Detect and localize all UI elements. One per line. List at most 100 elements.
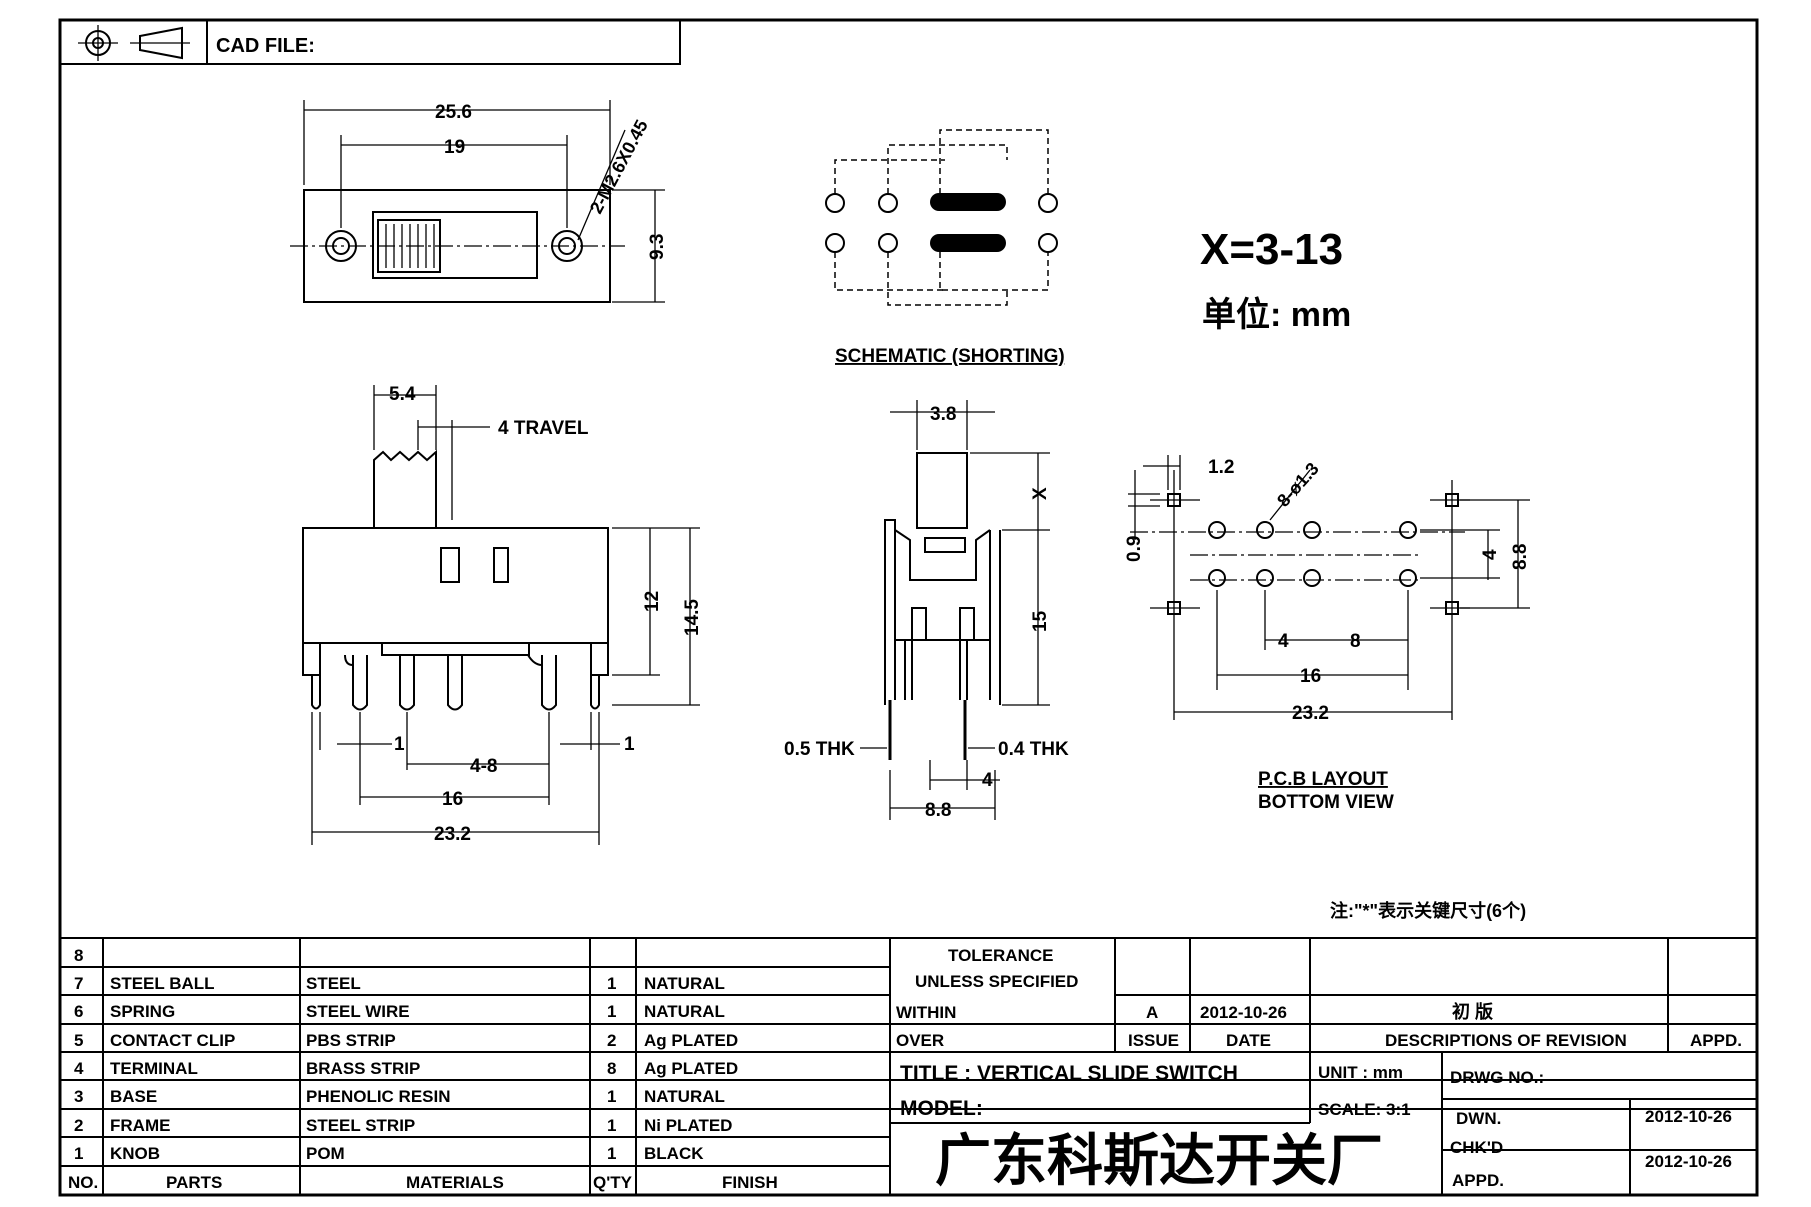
tolerance-block: TOLERANCE UNLESS SPECIFIED WITHIN OVER (896, 946, 1078, 1050)
revision-date: 2012-10-26 (1200, 1003, 1287, 1022)
dim-1-left: 1 (394, 734, 405, 755)
bom-part: KNOB (110, 1144, 160, 1163)
schematic-view: SCHEMATIC (SHORTING) (825, 129, 1065, 367)
dwn-label: DWN. (1456, 1109, 1501, 1128)
bom-no: 4 (74, 1059, 84, 1078)
bom-finish: Ag PLATED (644, 1059, 738, 1078)
bom-finish: Ni PLATED (644, 1116, 732, 1135)
dim-x: X (1030, 487, 1051, 500)
info-block: X=3-13 单位: mm (1200, 225, 1351, 334)
appd-label: APPD. (1452, 1171, 1504, 1190)
chkd-label: CHK'D (1450, 1138, 1503, 1157)
tolerance-over: OVER (896, 1031, 944, 1050)
chkd-date: 2012-10-26 (1645, 1152, 1732, 1171)
bom-qty: 1 (607, 1116, 616, 1135)
sheet-border (58, 18, 1759, 1197)
bom-header-qty: Q'TY (593, 1173, 633, 1192)
pcb-label: P.C.B LAYOUT (1258, 769, 1388, 790)
revision-desc-header: DESCRIPTIONS OF REVISION (1385, 1031, 1627, 1050)
model-label: MODEL: (900, 1097, 983, 1120)
end-view: 3.8 X 15 0.5 THK 0.4 THK 4 8.8 (784, 400, 1069, 821)
scale-cell: SCALE: 3:1 (1318, 1100, 1411, 1119)
pcb-dim-1-2: 1.2 (1208, 457, 1234, 478)
bom-part: BASE (110, 1087, 157, 1106)
bom-no: 8 (74, 946, 83, 965)
bom-header-finish: FINISH (722, 1173, 778, 1192)
pcb-dim-4-h: 4 (1278, 631, 1289, 652)
bom-header-materials: MATERIALS (406, 1173, 504, 1192)
dim-4-8: 4-8 (470, 756, 497, 777)
drawing-title: TITLE : VERTICAL SLIDE SWITCH (900, 1062, 1238, 1085)
key-dimension-note: 注:"*"表示关键尺寸(6个) (1330, 900, 1526, 921)
bom-part: FRAME (110, 1116, 170, 1135)
bom-no: 7 (74, 974, 83, 993)
bom-material: STEEL STRIP (306, 1116, 415, 1135)
dim-travel: 4 TRAVEL (498, 418, 589, 439)
dim-19: 19 (444, 137, 465, 158)
bom-no: 5 (74, 1031, 83, 1050)
pcb-dim-16: 16 (1300, 666, 1321, 687)
tolerance-within: WITHIN (896, 1003, 956, 1022)
dim-16: 16 (442, 789, 463, 810)
tolerance-subtitle: UNLESS SPECIFIED (915, 972, 1078, 991)
dim-25-6: 25.6 (435, 102, 472, 123)
top-view: 25.6 19 9.3 2-M2.6X0.45 (290, 100, 668, 303)
bom-qty: 1 (607, 1087, 616, 1106)
first-angle-projection-icon (78, 25, 190, 61)
pcb-dim-holes: 8-ø1.3 (1273, 459, 1323, 511)
dim-12: 12 (642, 591, 663, 612)
bom-finish: NATURAL (644, 1087, 725, 1106)
cad-file-label: CAD FILE: (216, 35, 315, 57)
pcb-dim-8-8: 8.8 (1510, 544, 1531, 570)
revision-block: A 2012-10-26 初 版 ISSUE DATE DESCRIPTIONS… (1128, 1001, 1742, 1050)
drawing-number-label: DRWG NO.: (1450, 1068, 1544, 1087)
bom-part: CONTACT CLIP (110, 1031, 235, 1050)
bom-qty: 8 (607, 1059, 616, 1078)
bom-no: 1 (74, 1144, 83, 1163)
x-range: X=3-13 (1200, 225, 1343, 274)
dim-3-8: 3.8 (930, 404, 956, 425)
bom-finish: NATURAL (644, 974, 725, 993)
dim-1-right: 1 (624, 734, 635, 755)
revision-description: 初 版 (1452, 1001, 1493, 1022)
revision-date-header: DATE (1226, 1031, 1271, 1050)
unit-cell: UNIT : mm (1318, 1063, 1403, 1082)
bom-no: 3 (74, 1087, 83, 1106)
dim-14-5: 14.5 (682, 599, 703, 636)
schematic-label: SCHEMATIC (SHORTING) (835, 346, 1065, 367)
bom-table: 8 7 STEEL BALL STEEL 1 NATURAL 6 SPRING … (68, 946, 778, 1192)
tolerance-title: TOLERANCE (948, 946, 1053, 965)
bom-no: 6 (74, 1002, 83, 1021)
title-block-grid (60, 937, 1757, 1195)
bom-header-no: NO. (68, 1173, 98, 1192)
dim-0-5-thk: 0.5 THK (784, 739, 855, 760)
side-view: 5.4 4 TRAVEL 12 14.5 1 1 4-8 16 23.2 (302, 384, 703, 845)
dim-15: 15 (1030, 610, 1051, 632)
dim-4-end: 4 (982, 770, 993, 791)
dwn-date: 2012-10-26 (1645, 1107, 1732, 1126)
company-name: 广东科斯达开关厂 (935, 1129, 1383, 1192)
unit-note: 单位: mm (1202, 296, 1351, 334)
dim-8-8-end: 8.8 (925, 800, 951, 821)
pcb-dim-8: 8 (1350, 631, 1361, 652)
bom-material: BRASS STRIP (306, 1059, 420, 1078)
dim-m2-6: 2-M2.6X0.45 (586, 116, 652, 216)
bom-material: POM (306, 1144, 345, 1163)
pcb-dim-0-9: 0.9 (1124, 536, 1145, 562)
bom-part: STEEL BALL (110, 974, 215, 993)
bom-qty: 2 (607, 1031, 616, 1050)
bom-material: PHENOLIC RESIN (306, 1087, 451, 1106)
pcb-dim-4-v: 4 (1480, 549, 1501, 560)
bom-material: STEEL (306, 974, 361, 993)
dim-9-3: 9.3 (647, 234, 668, 260)
bom-finish: NATURAL (644, 1002, 725, 1021)
header-box: CAD FILE: (59, 19, 681, 65)
dim-0-4-thk: 0.4 THK (998, 739, 1069, 760)
bom-material: STEEL WIRE (306, 1002, 410, 1021)
pcb-layout: 1.2 8-ø1.3 0.9 4 8.8 4 8 16 23.2 P.C.B L… (1124, 455, 1531, 813)
bom-qty: 1 (607, 1002, 616, 1021)
revision-appd-header: APPD. (1690, 1031, 1742, 1050)
pcb-bottom-view: BOTTOM VIEW (1258, 792, 1394, 813)
bom-qty: 1 (607, 974, 616, 993)
bom-finish: Ag PLATED (644, 1031, 738, 1050)
